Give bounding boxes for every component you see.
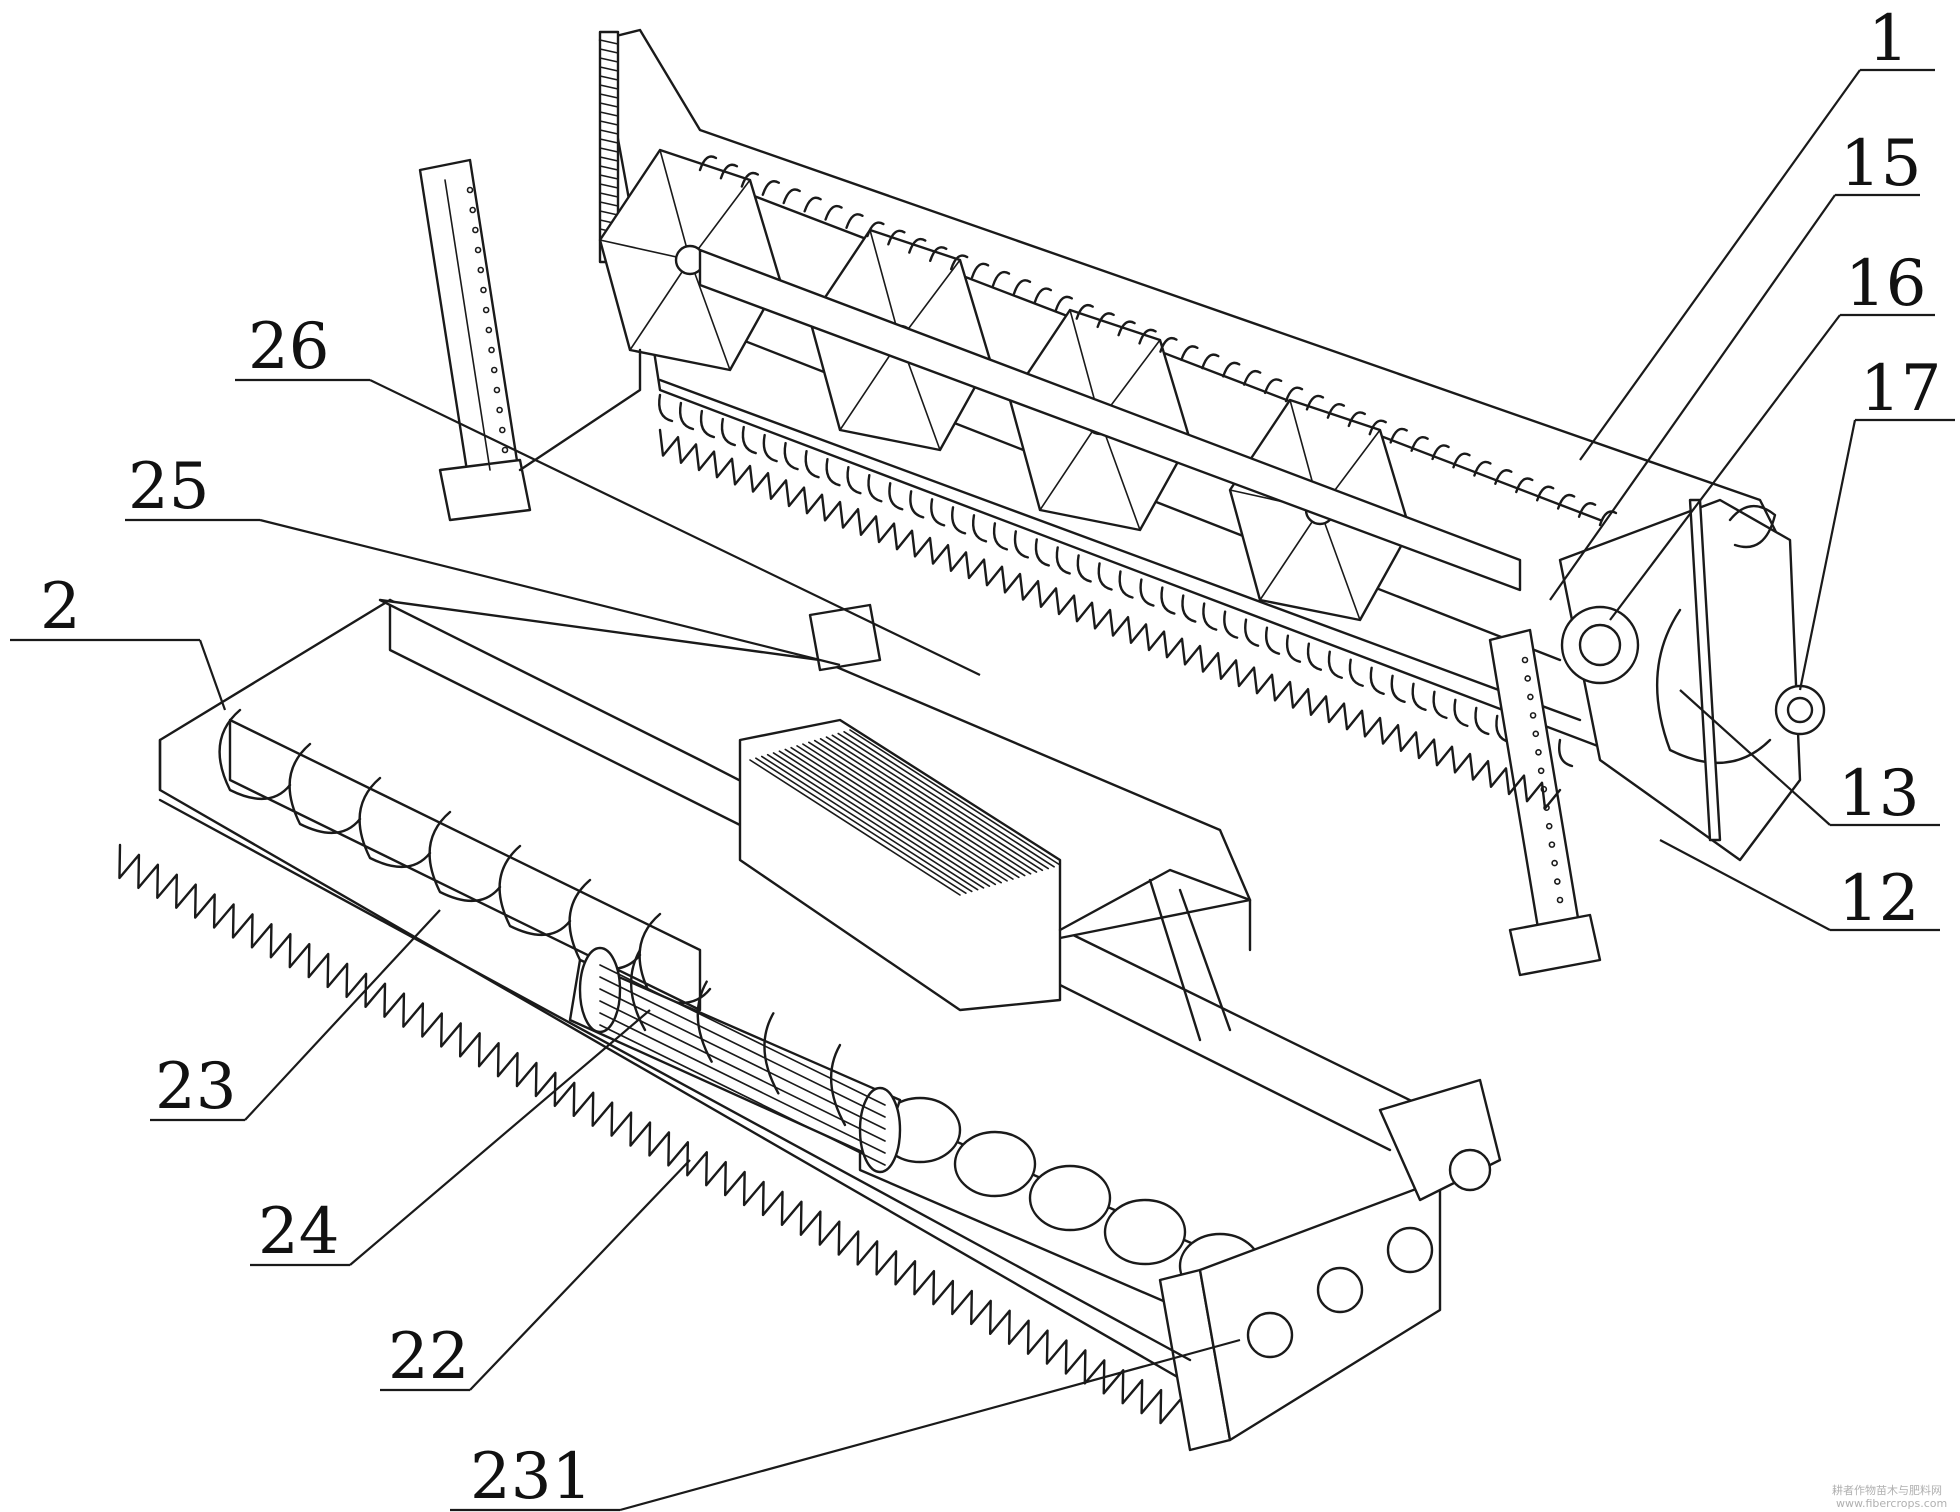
label-25: 25: [128, 450, 209, 524]
label-24: 24: [258, 1195, 339, 1269]
right-tower: [1058, 868, 1252, 1042]
label-2: 2: [40, 570, 81, 644]
reel-tines-bottom: [658, 393, 1574, 768]
watermark-line-1: 耕者作物苗木与肥料网: [1832, 1483, 1942, 1497]
upper-header-assembly: [418, 28, 1826, 977]
leader-lines: [10, 68, 1955, 1512]
reel-tines-top: [698, 155, 1618, 527]
left-post: [418, 158, 532, 522]
right-post: [1488, 628, 1602, 977]
watermark-line-2: www.fibercrops.com: [1836, 1497, 1947, 1510]
label-17: 17: [1860, 352, 1941, 426]
left-auger: [228, 718, 702, 1012]
slatted-reel: [568, 946, 902, 1174]
label-15: 15: [1840, 127, 1921, 201]
lower-header-assembly: [118, 598, 1502, 1452]
label-12: 12: [1838, 862, 1919, 936]
threshing-drum: [738, 718, 1062, 1012]
label-1: 1: [1868, 2, 1909, 76]
reel-shaft: [698, 248, 1522, 592]
lower-cutter-bar: [118, 798, 1192, 1425]
label-22: 22: [388, 1320, 469, 1394]
reference-numerals: 1 15 16 17 26 25 2 13 12 23 24 22 231: [40, 2, 1941, 1512]
right-end-plate: [1558, 498, 1826, 862]
label-231: 231: [470, 1440, 592, 1512]
lower-end-plate: [1158, 1078, 1502, 1452]
label-16: 16: [1845, 247, 1926, 321]
label-26: 26: [248, 310, 329, 384]
upper-cutter-bar: [658, 428, 1562, 810]
label-23: 23: [155, 1050, 236, 1124]
serrated-strip: [598, 30, 620, 264]
label-13: 13: [1838, 757, 1919, 831]
watermark: 耕者作物苗木与肥料网 www.fibercrops.com: [1832, 1483, 1947, 1510]
